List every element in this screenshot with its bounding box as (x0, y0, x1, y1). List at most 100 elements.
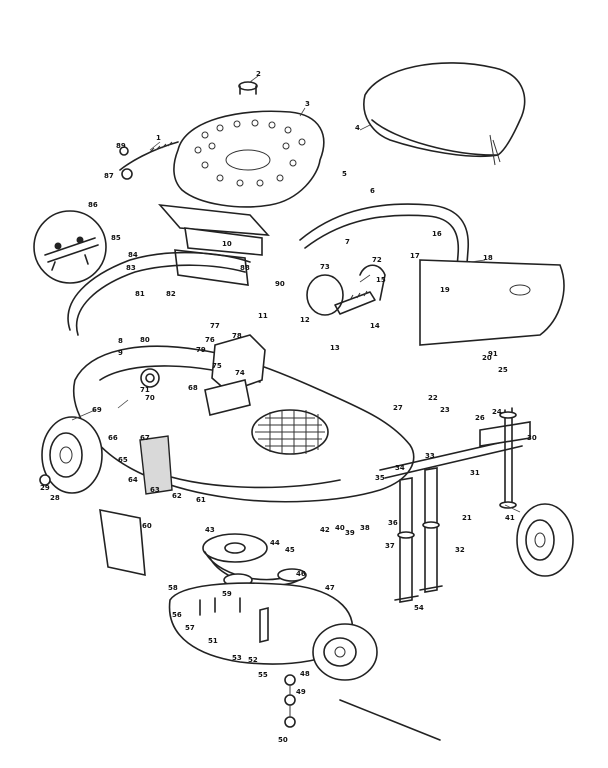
ref-51: 51 (208, 637, 218, 645)
ref-11: 11 (258, 312, 268, 320)
ref-37: 37 (385, 542, 395, 550)
ref-81: 81 (135, 290, 145, 298)
ref-64: 64 (128, 476, 138, 484)
ref-24: 24 (492, 408, 502, 416)
ref-16: 16 (432, 230, 442, 238)
ref-33: 33 (425, 452, 435, 460)
seat-pan (173, 81, 325, 208)
ref-32: 32 (455, 546, 465, 554)
ref-85: 85 (111, 234, 121, 242)
ref-74: 74 (235, 369, 245, 377)
ref-43: 43 (205, 526, 215, 534)
ref-50: 50 (278, 736, 288, 744)
ref-42: 42 (320, 526, 330, 534)
ref-47: 47 (325, 584, 335, 592)
ref-12: 12 (300, 316, 310, 324)
ref-17: 17 (410, 252, 420, 260)
ref-41: 41 (505, 514, 515, 522)
belt-assembly (202, 533, 307, 587)
ref-77: 77 (210, 322, 220, 330)
ref-60: 60 (142, 522, 152, 530)
ref-19: 19 (440, 286, 450, 294)
ref-90: 90 (275, 280, 285, 288)
ref-36: 36 (388, 519, 398, 527)
ref-31: 31 (470, 469, 480, 477)
ref-52: 52 (248, 656, 258, 664)
ref-71: 71 (140, 386, 150, 394)
ref-91: 91 (488, 350, 498, 358)
ref-26: 26 (475, 414, 485, 422)
ref-70: 70 (145, 394, 155, 402)
fender-panel (99, 435, 173, 577)
ref-21: 21 (462, 514, 472, 522)
detail-inset (33, 210, 107, 284)
ref-18: 18 (483, 254, 493, 262)
ref-53: 53 (232, 654, 242, 662)
main-frame (67, 203, 565, 346)
deck-wheel (312, 623, 378, 681)
ref-13: 13 (330, 344, 340, 352)
ref-23: 23 (440, 406, 450, 414)
ref-44: 44 (270, 539, 280, 547)
reference-numbers: 2 3 4 1 5 6 7 89 87 86 85 84 83 81 80 8 … (40, 70, 537, 744)
seat-spring (119, 141, 179, 180)
ref-68: 68 (188, 384, 198, 392)
ref-3: 3 (305, 100, 310, 108)
ref-69: 69 (92, 406, 102, 414)
ref-14: 14 (370, 322, 380, 330)
ref-49: 49 (296, 688, 306, 696)
right-rear-wheel (516, 503, 574, 577)
ref-9: 9 (118, 349, 123, 357)
ref-28: 28 (50, 494, 60, 502)
ref-79: 79 (196, 346, 206, 354)
ref-73: 73 (320, 263, 330, 271)
ref-45: 45 (285, 546, 295, 554)
ref-66: 66 (108, 434, 118, 442)
ref-39: 39 (345, 529, 355, 537)
ref-84: 84 (128, 251, 138, 259)
ref-59: 59 (222, 590, 232, 598)
ref-76: 76 (205, 336, 215, 344)
ref-8: 8 (118, 337, 123, 345)
spindle-posts (394, 467, 443, 603)
ref-1: 1 (156, 134, 161, 142)
ref-5: 5 (342, 170, 347, 178)
ref-58: 58 (168, 584, 178, 592)
ref-89: 89 (116, 142, 126, 150)
ref-62: 62 (172, 492, 182, 500)
ref-54: 54 (414, 604, 424, 612)
ref-4: 4 (355, 124, 360, 132)
ref-80: 80 (140, 336, 150, 344)
hardware-stack (284, 674, 441, 741)
seat-cushion (363, 62, 526, 166)
ref-48: 48 (300, 670, 310, 678)
ref-2: 2 (256, 70, 261, 78)
ref-57: 57 (185, 624, 195, 632)
ref-65: 65 (118, 456, 128, 464)
ref-88: 88 (240, 264, 250, 272)
ref-30: 30 (527, 434, 537, 442)
ref-27: 27 (393, 404, 403, 412)
ref-10: 10 (222, 240, 232, 248)
ref-46: 46 (296, 570, 306, 578)
ref-83: 83 (126, 264, 136, 272)
ref-15: 15 (376, 276, 386, 284)
ref-61: 61 (196, 496, 206, 504)
ref-75: 75 (212, 362, 222, 370)
ref-40: 40 (335, 524, 345, 532)
rear-axle (379, 407, 531, 509)
ref-6: 6 (370, 187, 375, 195)
ref-7: 7 (345, 238, 350, 246)
ref-25: 25 (498, 366, 508, 374)
ref-20: 20 (482, 354, 492, 362)
ref-87: 87 (104, 172, 114, 180)
ref-34: 34 (395, 464, 405, 472)
ref-29: 29 (40, 484, 50, 492)
ref-22: 22 (428, 394, 438, 402)
ref-35: 35 (375, 474, 385, 482)
steering-gear (306, 264, 386, 316)
left-front-wheel (39, 416, 103, 494)
ref-82: 82 (166, 290, 176, 298)
